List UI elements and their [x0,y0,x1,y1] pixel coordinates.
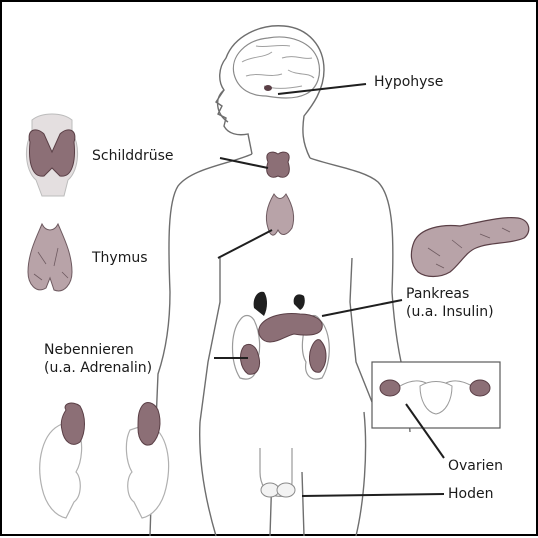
pancreas-detail [411,218,528,277]
label-pankreas-note: (u.a. Insulin) [406,304,494,321]
label-thymus: Thymus [92,250,148,267]
label-nebennieren: Nebennieren [44,342,134,359]
label-hoden: Hoden [448,486,493,503]
thyroid-detail [26,114,77,196]
label-hypophyse: Hypohyse [374,74,443,91]
thymus-detail [28,224,72,291]
pituitary-gland [264,85,272,91]
thyroid-gland [267,152,290,177]
kidneys-detail [40,403,169,518]
label-schilddruese: Schilddrüse [92,148,174,165]
label-pankreas: Pankreas [406,286,469,303]
ovaries-detail [372,362,500,428]
label-ovarien: Ovarien [448,458,503,475]
label-nebennieren-note: (u.a. Adrenalin) [44,360,152,377]
thymus-gland [266,194,293,235]
brain [233,37,319,98]
